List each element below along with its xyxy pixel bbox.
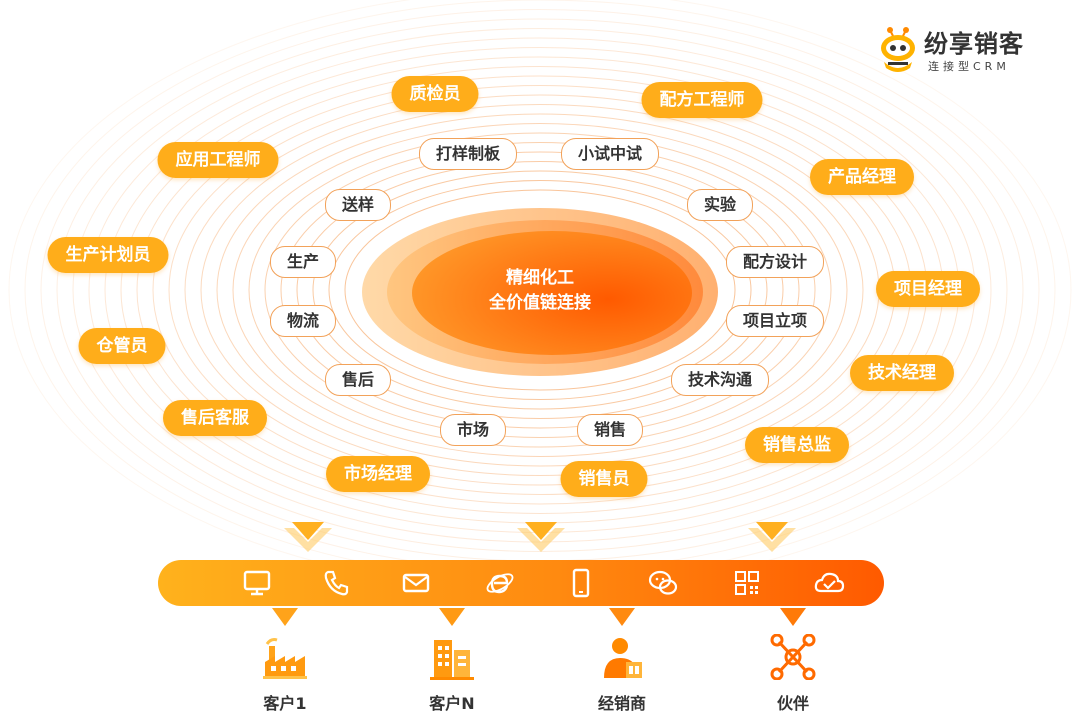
role-project-manager: 项目经理: [876, 271, 980, 307]
stage-after-sales: 售后: [324, 364, 392, 396]
stage-sales: 销售: [576, 414, 644, 446]
channel-bar: [158, 560, 884, 606]
stage-pilot-test: 小试中试: [560, 138, 660, 170]
stage-project-setup: 项目立项: [725, 305, 825, 337]
qrcode-icon: [730, 566, 764, 600]
role-application-engineer: 应用工程师: [157, 142, 279, 178]
brand-name: 纷享销客: [924, 30, 1024, 58]
decorative-ring: [280, 151, 800, 429]
down-arrow-icon: [517, 522, 565, 552]
stage-logistics: 物流: [269, 305, 337, 337]
network-icon: [770, 633, 816, 681]
target-dealer: 经销商: [567, 634, 677, 714]
phone-icon: [319, 566, 353, 600]
bee-mascot-icon: [881, 27, 915, 72]
role-production-planner: 生产计划员: [47, 237, 169, 273]
brand-tagline: 连接型CRM: [928, 60, 1010, 73]
decorative-ring: [328, 180, 752, 400]
small-down-arrow-icon: [780, 608, 806, 626]
factory-icon: [263, 638, 307, 679]
target-partner: 伙伴: [738, 633, 848, 714]
decorative-ring: [216, 113, 864, 467]
stage-market: 市场: [439, 414, 507, 446]
role-marketing-manager: 市场经理: [326, 456, 430, 492]
target-label: 经销商: [597, 694, 646, 713]
small-down-arrow-icon: [609, 608, 635, 626]
center-core: [412, 231, 692, 355]
mail-icon: [399, 566, 433, 600]
center-title-line1: 精细化工: [506, 268, 574, 288]
decorative-ring: [296, 161, 784, 419]
decorative-ring: [264, 142, 816, 438]
decorative-ring: [312, 170, 768, 410]
target-label: 伙伴: [776, 694, 809, 713]
dealer-icon: [604, 638, 642, 678]
role-quality-inspector: 质检员: [391, 76, 479, 112]
role-formula-engineer: 配方工程师: [641, 82, 763, 118]
target-customer-1: 客户1: [230, 634, 340, 714]
small-down-arrow-icon: [272, 608, 298, 626]
role-tech-manager: 技术经理: [850, 355, 954, 391]
center-title: 精细化工 全价值链连接: [489, 266, 591, 316]
center-title-line2: 全价值链连接: [489, 293, 591, 313]
target-customer-n: 客户N: [397, 634, 507, 714]
monitor-icon: [240, 566, 274, 600]
stage-send-sample: 送样: [324, 189, 392, 221]
brand-logo: 纷享销客 连接型CRM: [876, 22, 1066, 82]
role-warehouse-keeper: 仓管员: [78, 328, 166, 364]
small-down-arrow-icon: [439, 608, 465, 626]
ie-browser-icon: [483, 566, 517, 600]
role-product-manager: 产品经理: [810, 159, 914, 195]
decorative-ring: [344, 189, 736, 391]
role-customer-service: 售后客服: [163, 400, 267, 436]
target-label: 客户N: [429, 694, 475, 713]
stage-formula-design: 配方设计: [725, 246, 825, 278]
decorative-ring: [72, 28, 1008, 552]
role-salesperson: 销售员: [560, 461, 648, 497]
stage-tech-communication: 技术沟通: [670, 364, 770, 396]
mobile-icon: [564, 566, 598, 600]
target-label: 客户1: [263, 694, 307, 713]
down-arrow-icon: [284, 522, 332, 552]
decorative-ring: [248, 132, 832, 448]
stage-production: 生产: [269, 246, 337, 278]
decorative-ring: [232, 123, 848, 457]
stage-experiment: 实验: [686, 189, 754, 221]
down-arrow-icon: [748, 522, 796, 552]
cloud-check-icon: [812, 566, 846, 600]
stage-sample-board: 打样制板: [418, 138, 518, 170]
role-sales-director: 销售总监: [745, 427, 849, 463]
wechat-icon: [646, 566, 680, 600]
building-icon: [430, 640, 474, 680]
